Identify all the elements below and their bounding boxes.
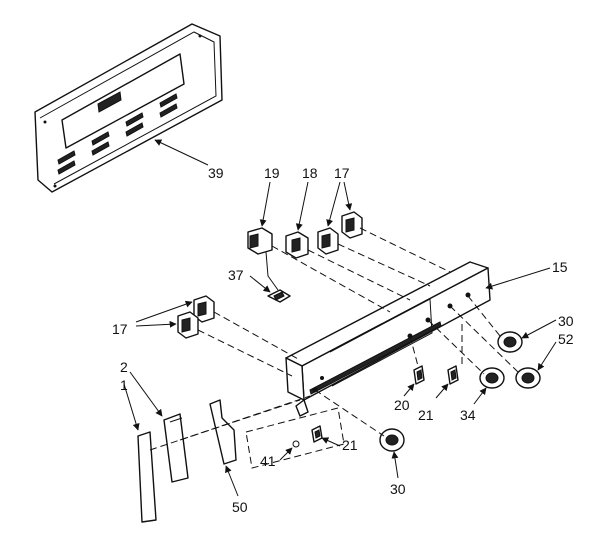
leader-30-upper xyxy=(521,319,557,339)
callout-2: 2 xyxy=(120,359,128,375)
leader-2 xyxy=(129,371,163,417)
leader-15 xyxy=(485,267,551,290)
callout-18: 18 xyxy=(302,165,318,181)
control-panel-part-15 xyxy=(285,261,491,417)
knob-part-30-lower xyxy=(379,428,405,452)
dash-line xyxy=(337,243,431,287)
leader-21-right xyxy=(435,383,449,399)
callout-41: 41 xyxy=(260,453,276,469)
callout-15: 15 xyxy=(552,259,568,275)
dash-line xyxy=(271,245,391,313)
dash-line xyxy=(179,395,311,441)
callout-30-upper: 30 xyxy=(558,313,574,329)
leader-17-left-a xyxy=(135,300,193,323)
dash-line xyxy=(307,249,411,301)
dash-line xyxy=(409,335,419,367)
dash-line xyxy=(467,295,501,337)
callout-34: 34 xyxy=(460,407,476,423)
leader-37 xyxy=(249,275,271,293)
clip-part-20 xyxy=(413,365,425,385)
panel-part-2 xyxy=(163,413,189,483)
back-panel-part-39 xyxy=(34,23,223,193)
leader-18 xyxy=(295,181,309,231)
leader-30-lower xyxy=(391,451,399,479)
callout-30-lower: 30 xyxy=(390,481,406,497)
callout-17-top: 17 xyxy=(334,165,350,181)
callout-21-right: 21 xyxy=(418,407,434,423)
switch-part-17-top-left xyxy=(317,227,339,255)
knob-part-30-upper xyxy=(497,331,523,353)
switch-part-18 xyxy=(285,231,309,259)
callout-1: 1 xyxy=(120,377,128,393)
dash-line xyxy=(314,389,385,437)
leader-19 xyxy=(259,181,271,227)
switch-part-17-left-upper xyxy=(193,295,215,323)
switch-part-19 xyxy=(247,227,279,291)
bracket-part-50 xyxy=(209,399,237,465)
knob-part-52 xyxy=(515,367,541,389)
switch-part-17-top-right xyxy=(341,211,363,239)
leader-17-left-b xyxy=(135,320,177,328)
leader-1 xyxy=(123,383,140,431)
switch-part-17-left-lower xyxy=(177,311,199,339)
callout-17-left: 17 xyxy=(112,321,128,337)
knob-part-34 xyxy=(479,367,505,389)
callout-19: 19 xyxy=(264,165,280,181)
leader-39 xyxy=(154,139,209,166)
callout-50: 50 xyxy=(232,499,248,515)
bracket-part-37 xyxy=(267,289,291,303)
leader-52 xyxy=(537,341,557,371)
dash-line xyxy=(449,305,519,373)
panel-part-1 xyxy=(137,431,157,523)
leader-17-top-b xyxy=(343,181,353,211)
callout-20: 20 xyxy=(394,397,410,413)
dash-line xyxy=(427,319,485,375)
clip-part-21-right xyxy=(447,365,459,385)
leader-17-top-a xyxy=(326,181,341,227)
callout-21-left: 21 xyxy=(342,437,358,453)
leader-20 xyxy=(403,383,415,397)
dash-line xyxy=(197,329,293,377)
callout-37: 37 xyxy=(228,267,244,283)
leader-50 xyxy=(225,465,239,497)
leader-34 xyxy=(473,387,487,405)
callout-39: 39 xyxy=(208,165,224,181)
callout-52: 52 xyxy=(558,331,574,347)
leader-41 xyxy=(279,447,293,461)
dash-line xyxy=(213,311,301,361)
dash-line xyxy=(359,227,451,273)
leader-21-left xyxy=(321,437,341,447)
